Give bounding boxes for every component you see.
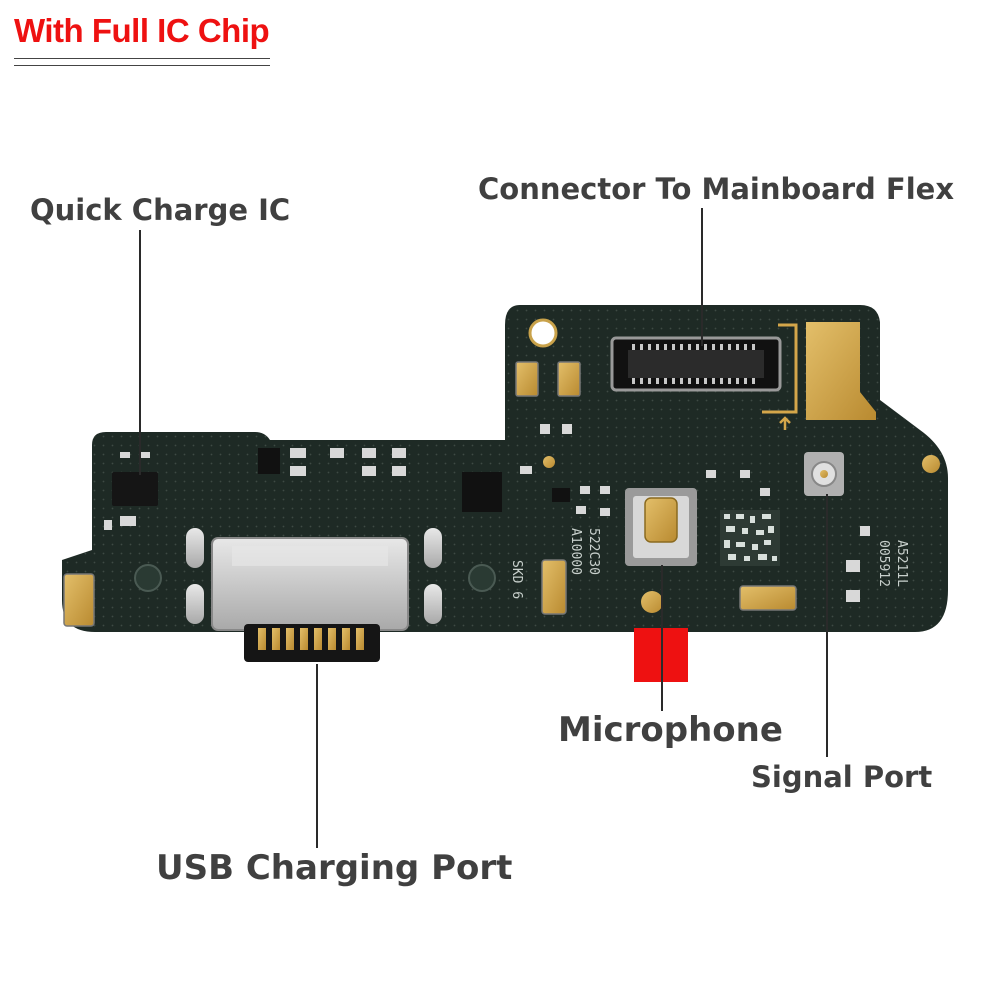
gold-pad: [543, 456, 555, 468]
label-usb-charging-port: USB Charging Port: [156, 848, 513, 888]
leader-signal: [826, 494, 828, 757]
usb-c-port: [211, 537, 409, 662]
leader-usb: [316, 664, 318, 848]
mounting-hole: [528, 318, 558, 348]
mount-pad: [186, 584, 204, 624]
antenna-pad: [806, 322, 876, 420]
page-title: With Full IC Chip: [14, 12, 270, 49]
label-quick-charge-ic: Quick Charge IC: [30, 193, 291, 227]
ic-chips: [258, 448, 570, 512]
gold-pad: [922, 455, 940, 473]
gold-pad: [641, 591, 663, 613]
arrow-marker: [779, 416, 791, 430]
board-text-code4: 005912: [876, 540, 891, 587]
leader-connector: [701, 208, 703, 346]
board-text-code3: A5211L: [894, 540, 909, 587]
title-underline-2: [14, 65, 270, 66]
mounting-hole: [468, 564, 496, 592]
quick-charge-ic: [112, 472, 158, 506]
label-signal-port: Signal Port: [751, 760, 933, 794]
board-text-code1: 522C30: [586, 528, 601, 575]
mount-pad: [424, 584, 442, 624]
signal-port: [804, 452, 844, 496]
mount-pad: [186, 528, 204, 568]
data-matrix-code: [720, 510, 780, 566]
mounting-hole: [134, 564, 162, 592]
flex-connector: [610, 336, 782, 392]
board-text-code2: A10000: [568, 528, 583, 575]
microphone-component: [625, 488, 697, 566]
gold-trace: [762, 323, 798, 414]
leader-microphone: [661, 565, 663, 711]
title-underline-1: [14, 58, 270, 59]
smd-components: [104, 424, 870, 602]
leader-quick-charge: [139, 230, 141, 475]
spring-contacts: [63, 361, 797, 627]
label-connector: Connector To Mainboard Flex: [478, 172, 955, 206]
mount-pad: [424, 528, 442, 568]
label-microphone: Microphone: [558, 710, 783, 750]
page-header: With Full IC Chip: [14, 12, 270, 50]
board-text-skd: SKD 6: [509, 560, 524, 599]
